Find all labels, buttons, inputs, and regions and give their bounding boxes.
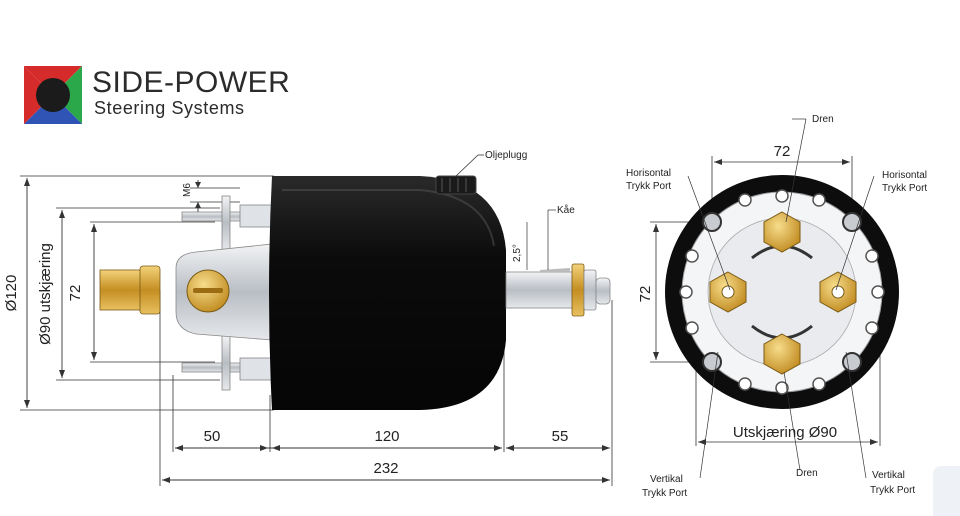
- label-horiz-left-2: Trykk Port: [626, 181, 671, 192]
- logo-mark-icon: [24, 66, 82, 124]
- dim-diameter-120: Ø120: [3, 275, 20, 312]
- mounting-studs: [702, 212, 862, 372]
- side-view: 50 120 55 232 Ø120 Ø90 utskjæring 72 M6: [3, 150, 613, 486]
- label-cutout: Utskjæring Ø90: [733, 424, 837, 441]
- brass-collar: [139, 265, 161, 315]
- label-drain-bottom: Dren: [796, 468, 818, 479]
- label-horiz-left-1: Horisontal: [626, 168, 671, 179]
- dim-diameter-90: Ø90 utskjæring: [37, 243, 54, 345]
- brand-logo: [24, 66, 82, 124]
- label-horiz-right-2: Trykk Port: [882, 183, 927, 194]
- label-vert-right-1: Vertikal: [872, 470, 905, 481]
- label-vert-left-2: Trykk Port: [642, 488, 687, 499]
- port-drain-top: [763, 211, 801, 253]
- port-horizontal-right: [819, 271, 857, 313]
- label-oil-plug: Oljeplugg: [485, 150, 527, 161]
- dim-120: 120: [374, 428, 399, 445]
- dim-50: 50: [204, 428, 221, 445]
- label-vert-right-2: Trykk Port: [870, 485, 915, 496]
- dim-55: 55: [552, 428, 569, 445]
- flange-bolts: [679, 189, 885, 395]
- label-drain-top: Dren: [812, 114, 834, 125]
- corner-panel: [933, 466, 960, 516]
- label-cone: Kåe: [557, 204, 575, 216]
- pump-body: [269, 176, 506, 410]
- dim-m6: M6: [182, 183, 193, 197]
- dim-72-side: 72: [67, 285, 84, 302]
- front-view: 72 72 Utskjæring Ø90: [626, 114, 927, 499]
- dim-72-front: 72: [637, 286, 654, 303]
- label-horiz-right-1: Horisontal: [882, 170, 927, 181]
- port-horizontal-left: [709, 271, 747, 313]
- brand-subtitle: Steering Systems: [94, 98, 245, 118]
- dim-72-top: 72: [774, 143, 791, 160]
- port-drain-bottom: [763, 333, 801, 375]
- brand-name: SIDE-POWER: [92, 66, 291, 99]
- output-shaft: [505, 271, 577, 309]
- dim-angle: 2,5°: [512, 244, 523, 262]
- dim-232: 232: [373, 460, 398, 477]
- shaft-nut: [571, 263, 585, 317]
- label-vert-left-1: Vertikal: [650, 474, 683, 485]
